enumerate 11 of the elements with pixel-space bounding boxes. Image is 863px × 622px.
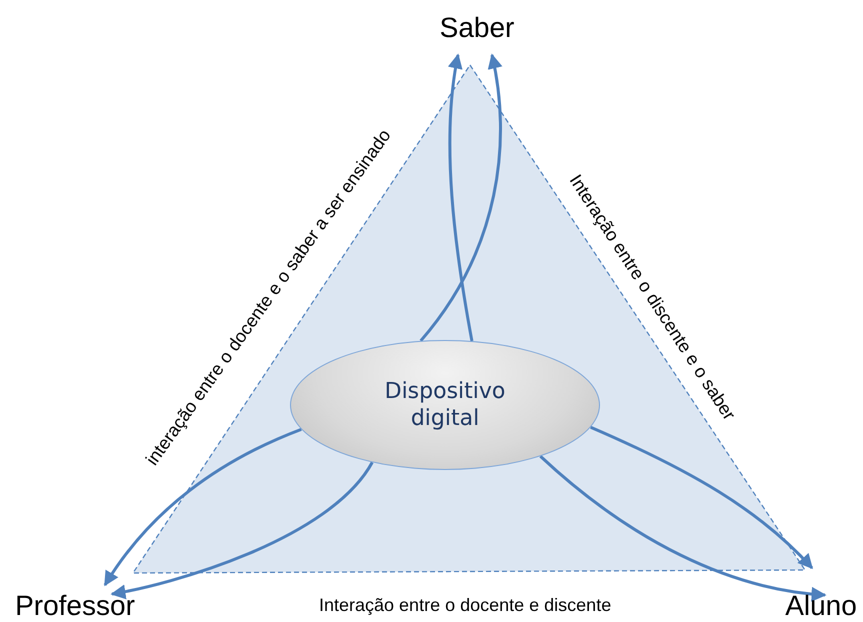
vertex-label: Saber	[434, 10, 520, 46]
arrow	[448, 54, 474, 342]
arrow	[110, 462, 374, 599]
base-label: Interação entre o docente e discente	[319, 594, 612, 616]
arrow	[104, 428, 302, 586]
arrow	[539, 455, 826, 602]
arrow	[590, 426, 814, 570]
vertex-label: Professor	[8, 590, 142, 622]
node-label: Dispositivo digital	[384, 378, 506, 432]
vertex-label: Aluno	[781, 590, 861, 622]
arrow	[420, 54, 502, 342]
